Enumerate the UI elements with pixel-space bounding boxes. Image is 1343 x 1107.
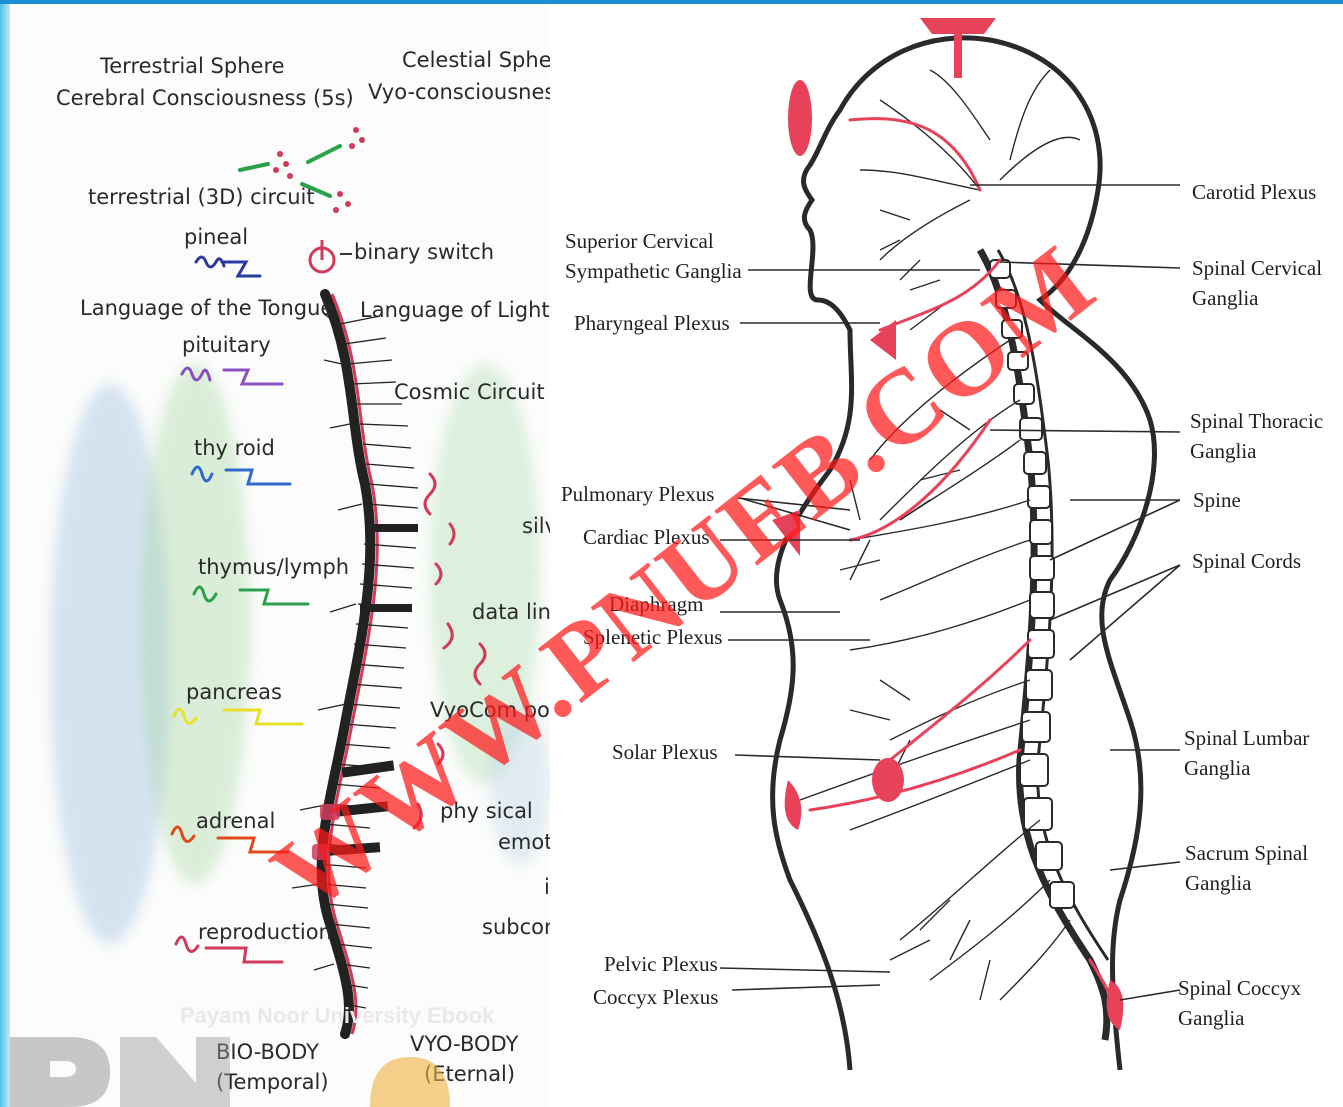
label-carotid-plexus: Carotid Plexus: [1192, 177, 1316, 207]
cosmic-circuit-label: Cosmic Circuit: [394, 382, 545, 403]
gland-label-pituitary: pituitary: [182, 335, 271, 356]
silv-label: silv: [522, 516, 550, 537]
language-light-label: Language of Light: [360, 300, 550, 321]
cerebral-consciousness-label: Cerebral Consciousness (5s): [56, 88, 354, 109]
terrestrial-sphere-title: Terrestrial Sphere: [100, 56, 285, 77]
subconscious-label: subcon:: [482, 917, 550, 938]
gland-label-thymus: thymus/lymph: [198, 557, 349, 578]
label-spine: Spine: [1193, 485, 1241, 515]
brand-logo-watermark: [10, 1017, 550, 1107]
celestial-sphere-title: Celestial Sphere: [402, 50, 550, 71]
vyo-consciousness-label: Vyo-consciousness (: [368, 82, 550, 103]
brand-watermark-text: Payam Noor University Ebook: [180, 1003, 494, 1029]
label-coccyx-plexus: Coccyx Plexus: [593, 982, 718, 1012]
label-solar-plexus: Solar Plexus: [612, 737, 718, 767]
gland-label-thyroid: thy roid: [194, 438, 275, 459]
left-accent-strip: [0, 4, 10, 1107]
terrestrial-circuit-label: terrestrial (3D) circuit: [88, 187, 315, 208]
label-spinal-cords: Spinal Cords: [1192, 546, 1301, 576]
label-pharyngeal-plexus: Pharyngeal Plexus: [574, 308, 730, 338]
label-pelvic-plexus: Pelvic Plexus: [604, 949, 718, 979]
gland-label-pancreas: pancreas: [186, 682, 282, 703]
language-tongue-label: Language of the Tongue: [80, 298, 333, 319]
binary-switch-label: binary switch: [354, 242, 494, 263]
left-diagram: Terrestrial Sphere Cerebral Consciousnes…: [10, 4, 550, 1107]
gland-label-reproduction: reproduction: [198, 922, 332, 943]
gland-label-pineal: pineal: [184, 227, 248, 248]
i-label: i: [544, 877, 550, 898]
